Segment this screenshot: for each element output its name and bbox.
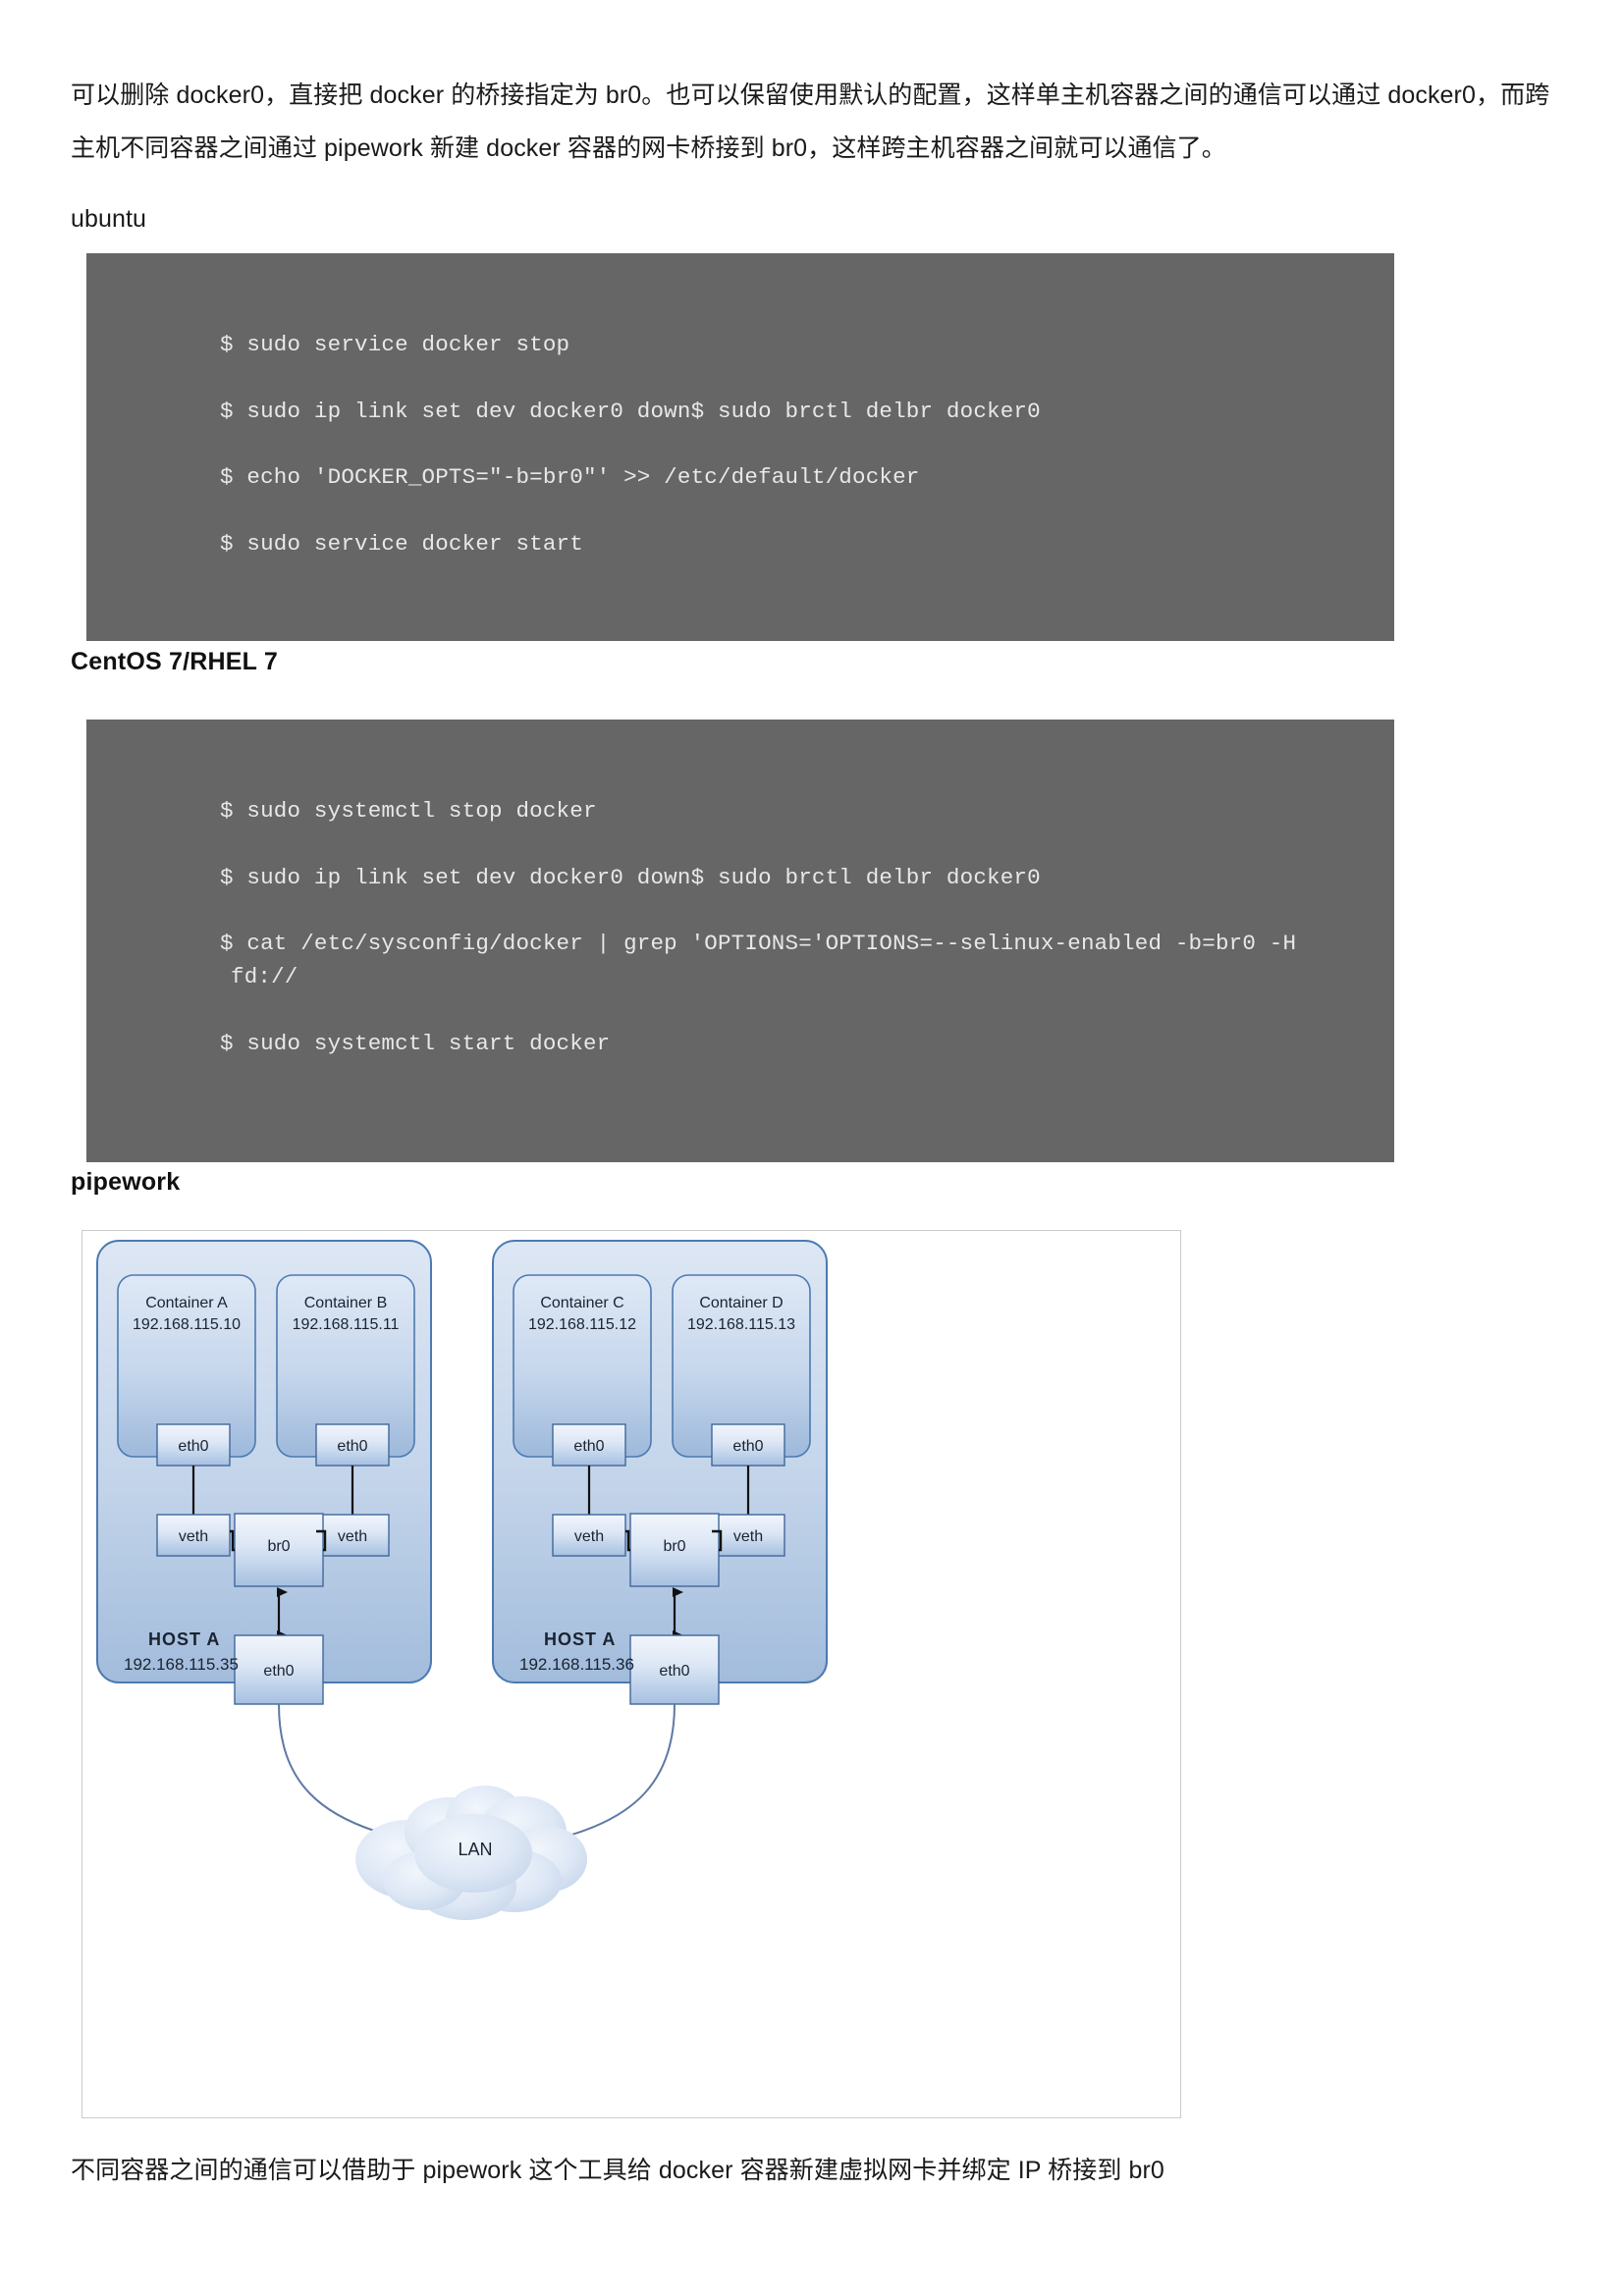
veth-c-br0-connector: [625, 1529, 630, 1552]
code-block-ubuntu: $ sudo service docker stop $ sudo ip lin…: [86, 253, 1394, 641]
diagram-canvas: Container A 192.168.115.10 eth0 Containe…: [96, 1240, 828, 1920]
ubuntu-label: ubuntu: [71, 205, 147, 233]
code-line: $ echo 'DOCKER_OPTS="-b=br0"' >> /etc/de…: [220, 464, 920, 490]
code-line: $ sudo ip link set dev docker0 down$ sud…: [220, 865, 1041, 890]
veth-b-label: veth: [338, 1528, 367, 1545]
br0-right-box: [629, 1513, 720, 1587]
br0-left-label: br0: [267, 1538, 290, 1555]
veth-b-box: [315, 1514, 390, 1557]
code-line: $ sudo service docker start: [220, 531, 583, 557]
host-left-eth0-box: [234, 1634, 324, 1705]
host-left-name: HOST A: [148, 1629, 220, 1649]
br0-left-box: [234, 1513, 324, 1587]
code-line: $ sudo systemctl start docker: [220, 1031, 611, 1056]
host-right-name: HOST A: [544, 1629, 616, 1649]
container-b-eth0-label: eth0: [337, 1438, 367, 1455]
container-a-name: Container A: [145, 1295, 228, 1311]
container-c-eth0-label: eth0: [573, 1438, 604, 1455]
host-right-group: Container C 192.168.115.12 eth0 Containe…: [492, 1240, 828, 1705]
veth-a-br0-connector: [230, 1529, 235, 1552]
host-right-eth0-box: [629, 1634, 720, 1705]
lan-cloud: LAN: [355, 1786, 587, 1920]
code-line: $ sudo service docker stop: [220, 332, 570, 357]
container-a-ip: 192.168.115.10: [133, 1316, 241, 1333]
intro-paragraph: 可以删除 docker0，直接把 docker 的桥接指定为 br0。也可以保留…: [71, 81, 1550, 162]
container-c-name: Container C: [540, 1295, 623, 1311]
veth-a-box: [156, 1514, 231, 1557]
veth-d-box: [711, 1514, 785, 1557]
lan-link-left: [278, 1703, 407, 1841]
centos-heading: CentOS 7/RHEL 7: [71, 648, 278, 675]
container-c-eth0-box: [552, 1423, 626, 1467]
code-line: fd://: [231, 964, 298, 989]
code-line: $ sudo systemctl stop docker: [220, 798, 597, 824]
veth-c-box: [552, 1514, 626, 1557]
host-left-eth0-label: eth0: [263, 1663, 294, 1680]
veth-b-br0-connector: [316, 1529, 327, 1552]
veth-d-label: veth: [733, 1528, 763, 1545]
pipework-network-diagram: Container A 192.168.115.10 eth0 Containe…: [81, 1230, 1181, 2118]
host-left-ip: 192.168.115.35: [124, 1655, 239, 1674]
container-b-name: Container B: [304, 1295, 388, 1311]
code-line: $ sudo ip link set dev docker0 down$ sud…: [220, 399, 1041, 424]
container-b-ip: 192.168.115.11: [293, 1316, 400, 1333]
veth-a-label: veth: [179, 1528, 208, 1545]
veth-c-label: veth: [574, 1528, 604, 1545]
host-right-eth0-label: eth0: [659, 1663, 689, 1680]
code-line: $ cat /etc/sysconfig/docker | grep 'OPTI…: [220, 931, 1297, 956]
container-a-eth0-label: eth0: [178, 1438, 208, 1455]
host-right-ip: 192.168.115.36: [519, 1655, 634, 1674]
container-d-eth0-label: eth0: [732, 1438, 763, 1455]
container-c-ip: 192.168.115.12: [528, 1316, 636, 1333]
container-d-ip: 192.168.115.13: [687, 1316, 795, 1333]
code-block-centos: $ sudo systemctl stop docker $ sudo ip l…: [86, 720, 1394, 1162]
host-left-group: Container A 192.168.115.10 eth0 Containe…: [96, 1240, 432, 1705]
pipework-heading: pipework: [71, 1168, 181, 1196]
br0-right-label: br0: [663, 1538, 685, 1555]
container-b-eth0-box: [315, 1423, 390, 1467]
lan-link-right: [553, 1703, 676, 1841]
veth-d-br0-connector: [712, 1529, 723, 1552]
container-d-eth0-box: [711, 1423, 785, 1467]
lan-cloud-label: LAN: [458, 1840, 492, 1859]
diagram-caption: 不同容器之间的通信可以借助于 pipework 这个工具给 docker 容器新…: [71, 2157, 1164, 2184]
container-d-name: Container D: [699, 1295, 783, 1311]
